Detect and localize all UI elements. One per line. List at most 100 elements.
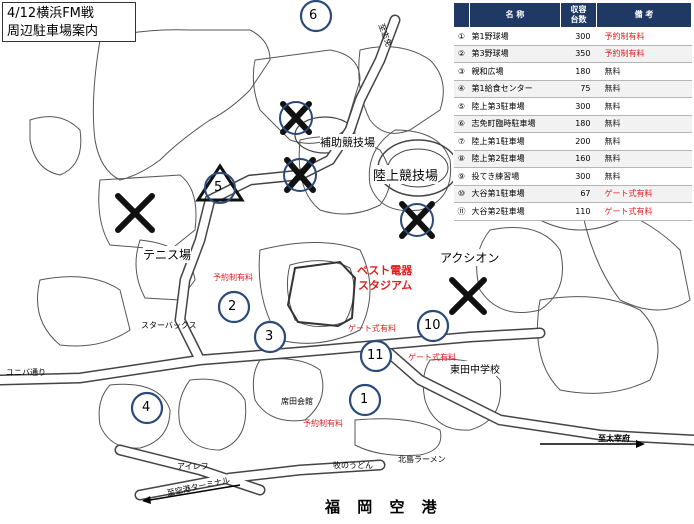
row-number: ③ [453, 62, 470, 81]
closed-mark-tennis [115, 193, 155, 233]
marker-5[interactable]: 5 [214, 180, 223, 195]
closed-rings [279, 101, 434, 237]
row-name: 陸上第2駐車場 [469, 150, 561, 168]
label-stadium-line2: スタジアム [358, 279, 413, 292]
label-reserve-b: 予約制有料 [303, 419, 343, 428]
stadium-outline [286, 260, 357, 328]
dazaifu-arrow-head [636, 440, 645, 448]
marker-4[interactable]: 4 [142, 400, 151, 415]
col-name: 名 称 [469, 2, 561, 28]
marker-4-ring [130, 391, 164, 425]
row-name: 親和広場 [469, 62, 561, 81]
row-number: ④ [453, 80, 470, 98]
row-name: 陸上第3駐車場 [469, 97, 561, 116]
label-hojo: 補助競技場 [320, 134, 375, 150]
row-name: 第3野球場 [469, 45, 561, 63]
marker-3[interactable]: 3 [265, 329, 274, 344]
table-header: 名 称 収容 台数 備 考 [453, 2, 692, 28]
row-number: ⑥ [453, 115, 470, 133]
label-tennis: テニス場 [143, 246, 192, 263]
label-reserve-a: 予約制有料 [213, 273, 253, 282]
marker-2[interactable]: 2 [228, 299, 237, 314]
row-number: ② [453, 45, 470, 63]
label-rikujo: 陸上競技場 [373, 165, 439, 184]
label-gate-b: ゲート式有料 [408, 353, 456, 362]
row-note: ゲート式有料 [596, 185, 692, 203]
marker-10-ring [416, 309, 450, 343]
row-number: ⑩ [453, 185, 470, 203]
label-udon: 牧のうどん [333, 461, 373, 470]
row-capacity: 110 [560, 202, 597, 221]
label-ailes: アイレフ [177, 462, 209, 471]
terminal-arrow-head [142, 496, 151, 504]
label-stadium-line1: ベスト電器 [357, 264, 413, 277]
row-capacity: 67 [560, 185, 597, 203]
row-capacity: 160 [560, 150, 597, 168]
row-number: ⑨ [453, 167, 470, 186]
col-no [453, 2, 470, 28]
parking-rings [130, 0, 450, 425]
row-capacity: 300 [560, 27, 597, 46]
closed-mark-9 [399, 201, 435, 239]
row-number: ① [453, 27, 470, 46]
marker-10[interactable]: 10 [424, 318, 441, 333]
row-name: 大谷第2駐車場 [469, 202, 561, 221]
marker-1[interactable]: 1 [360, 392, 369, 407]
row-name: 大谷第1駐車場 [469, 185, 561, 203]
row-name: 投てき練習場 [469, 167, 561, 186]
closed-mark-7 [280, 101, 312, 135]
label-airport: 福 岡 空 港 [325, 498, 443, 516]
marker-6[interactable]: 6 [309, 8, 318, 23]
row-note: ゲート式有料 [596, 202, 692, 221]
row-name: 陸上第1駐車場 [469, 132, 561, 151]
label-hall: 席田会館 [281, 397, 313, 406]
col-capacity: 収容 台数 [560, 2, 597, 28]
label-action: アクシオン [440, 249, 500, 266]
row-capacity: 300 [560, 97, 597, 116]
closed-marks [115, 101, 487, 315]
marker-5-ring [204, 172, 236, 204]
marker-6-ring [299, 0, 333, 33]
row-note: 無料 [596, 62, 692, 81]
closed-mark-action [449, 277, 487, 315]
row-note: 無料 [596, 97, 692, 116]
roads-fill [0, 16, 694, 499]
marker-11-ring [359, 339, 393, 373]
row-name: 第1野球場 [469, 27, 561, 46]
row-note: 予約制有料 [596, 27, 692, 46]
row-name: 第1給食センター [469, 80, 561, 98]
marker-1-ring [348, 383, 382, 417]
row-note: 無料 [596, 132, 692, 151]
label-starbucks: スターバックス [141, 321, 197, 330]
title-line1: 4/12横浜FM戦 [7, 6, 94, 21]
label-school: 東田中学校 [450, 361, 500, 376]
title-line2: 周辺駐車場案内 [7, 24, 99, 39]
col-note: 備 考 [596, 2, 692, 28]
label-ramen: 北島ラーメン [398, 455, 446, 464]
row-capacity: 300 [560, 167, 597, 186]
row-capacity: 75 [560, 80, 597, 98]
marker-11[interactable]: 11 [367, 348, 384, 363]
row-name: 志免町臨時駐車場 [469, 115, 561, 133]
title-box: 4/12横浜FM戦 周辺駐車場案内 [2, 2, 136, 42]
row-capacity: 180 [560, 115, 597, 133]
marker-2-ring [217, 290, 251, 324]
row-number: ⑤ [453, 97, 470, 116]
row-capacity: 200 [560, 132, 597, 151]
marker-5-triangle [195, 163, 245, 202]
label-to-dazaifu: 至太宰府 [598, 434, 630, 443]
row-capacity: 350 [560, 45, 597, 63]
